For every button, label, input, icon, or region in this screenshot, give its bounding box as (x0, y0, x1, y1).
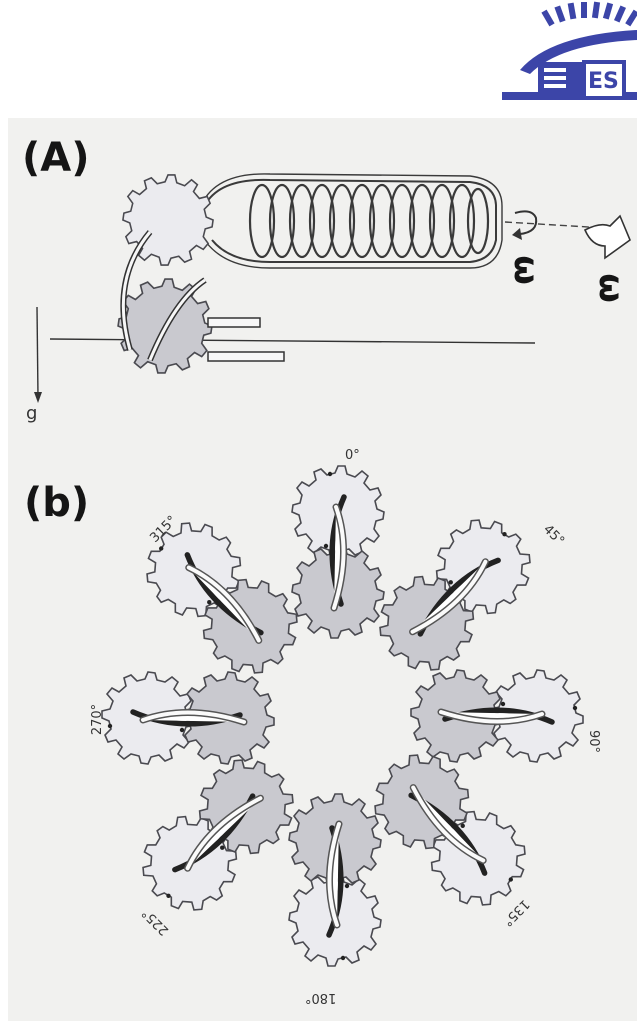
angle-label-270: 270° (90, 704, 105, 735)
omega-label-outer: ω (591, 273, 631, 303)
panel-a-label: (A) (22, 135, 90, 181)
gear-pair-90 (411, 670, 583, 762)
gravity-label: g (26, 403, 37, 424)
gear-pair-270 (102, 672, 274, 764)
gear-pair-135 (357, 737, 544, 924)
omega-label-coil: ω (506, 255, 546, 285)
gear-pair-180 (289, 794, 381, 966)
panel-b-label: (b) (24, 480, 89, 526)
gear-pair-225 (125, 742, 312, 929)
angle-label-90: 90° (586, 730, 601, 753)
angle-label-180: 180° (305, 990, 336, 1005)
gear-pair-45 (362, 502, 549, 689)
gear-pair-0 (292, 466, 384, 638)
coil-apparatus (34, 174, 630, 403)
angle-label-0: 0° (345, 448, 360, 463)
